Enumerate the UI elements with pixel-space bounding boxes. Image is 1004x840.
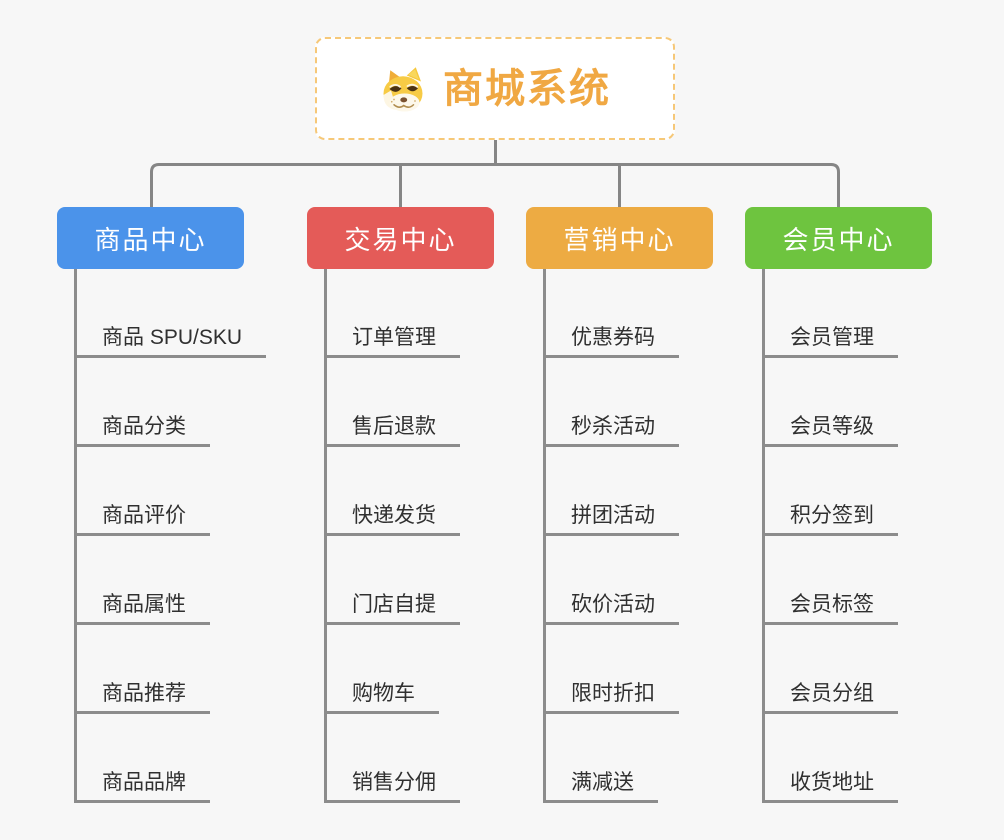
leaf-node[interactable]: 商品品牌 bbox=[74, 765, 210, 803]
leaf-node[interactable]: 商品评价 bbox=[74, 498, 210, 536]
leaf-node[interactable]: 收货地址 bbox=[762, 765, 898, 803]
branch-column-3: 营销中心优惠券码秒杀活动拼团活动砍价活动限时折扣满减送 bbox=[526, 207, 786, 803]
branch-node-3[interactable]: 营销中心 bbox=[526, 207, 713, 269]
leaf-node[interactable]: 满减送 bbox=[543, 765, 658, 803]
leaf-node[interactable]: 秒杀活动 bbox=[543, 409, 679, 447]
branch-node-4[interactable]: 会员中心 bbox=[745, 207, 932, 269]
branch-column-4: 会员中心会员管理会员等级积分签到会员标签会员分组收货地址 bbox=[745, 207, 1004, 803]
leaf-node[interactable]: 门店自提 bbox=[324, 587, 460, 625]
leaf-node[interactable]: 商品分类 bbox=[74, 409, 210, 447]
leaf-node[interactable]: 会员分组 bbox=[762, 676, 898, 714]
leaf-node[interactable]: 快递发货 bbox=[324, 498, 460, 536]
leaf-node[interactable]: 会员等级 bbox=[762, 409, 898, 447]
branch-node-2[interactable]: 交易中心 bbox=[307, 207, 494, 269]
root-node-title: 商城系统 bbox=[443, 66, 611, 111]
branch-column-2: 交易中心订单管理售后退款快递发货门店自提购物车销售分佣 bbox=[307, 207, 567, 803]
leaf-node[interactable]: 砍价活动 bbox=[543, 587, 679, 625]
leaf-node[interactable]: 优惠券码 bbox=[543, 320, 679, 358]
leaf-node[interactable]: 订单管理 bbox=[324, 320, 460, 358]
branch-node-1[interactable]: 商品中心 bbox=[57, 207, 244, 269]
leaf-node[interactable]: 商品属性 bbox=[74, 587, 210, 625]
leaf-node[interactable]: 商品推荐 bbox=[74, 676, 210, 714]
doge-icon bbox=[379, 65, 427, 113]
leaf-node[interactable]: 销售分佣 bbox=[324, 765, 460, 803]
branch-trunk-line bbox=[762, 269, 765, 803]
leaf-node[interactable]: 拼团活动 bbox=[543, 498, 679, 536]
leaf-node[interactable]: 积分签到 bbox=[762, 498, 898, 536]
leaf-node[interactable]: 商品 SPU/SKU bbox=[74, 320, 267, 358]
branch-column-1: 商品中心商品 SPU/SKU 商品分类商品评价商品属性商品推荐商品品牌 bbox=[57, 207, 317, 803]
branch-trunk-line bbox=[74, 269, 77, 803]
leaf-node[interactable]: 会员管理 bbox=[762, 320, 898, 358]
root-node-mall-system[interactable]: 商城系统 bbox=[315, 37, 675, 140]
branch-trunk-line bbox=[324, 269, 327, 803]
leaf-node[interactable]: 限时折扣 bbox=[543, 676, 679, 714]
leaf-node[interactable]: 会员标签 bbox=[762, 587, 898, 625]
leaf-node[interactable]: 售后退款 bbox=[324, 409, 460, 447]
branch-trunk-line bbox=[543, 269, 546, 803]
leaf-node[interactable]: 购物车 bbox=[324, 676, 439, 714]
